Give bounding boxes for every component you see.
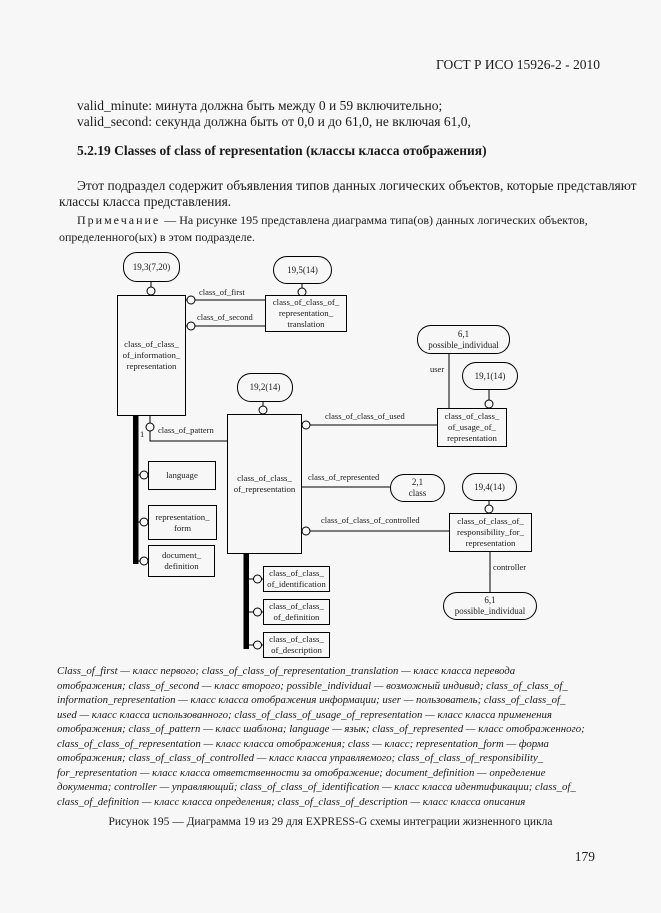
entity-box-document-definition: document_ definition bbox=[148, 545, 215, 577]
edge-label-class-of-represented: class_of_represented bbox=[308, 472, 380, 482]
legend-line: документа; controller — управляющий; cla… bbox=[57, 781, 576, 793]
page-ref-oval-19-5: 19,5(14) bbox=[273, 256, 332, 284]
edge-label-class-of-class-of-used: class_of_class_of_used bbox=[325, 411, 405, 421]
legend-line: отображения; class_of_pattern — класс ша… bbox=[57, 723, 585, 735]
legend-line: class_of_class_of_representation — класс… bbox=[57, 738, 549, 750]
entity-box-class-of-class-of-information-representation: class_of_class_ of_information_ represen… bbox=[117, 295, 186, 416]
paragraph-line-2: классы класса представления. bbox=[59, 194, 232, 209]
page-ref-oval-19-3: 19,3(7,20) bbox=[123, 252, 180, 282]
note-line-1: Примечание— На рисунке 195 представлена … bbox=[77, 213, 588, 228]
entity-box-class-of-class-of-representation-translation: class_of_class_of_ representation_ trans… bbox=[265, 295, 347, 332]
edge-label-class-of-pattern: class_of_pattern bbox=[158, 425, 214, 435]
entity-box-representation-form: representation_ form bbox=[148, 505, 217, 540]
page-ref-oval-19-2: 19,2(14) bbox=[237, 373, 293, 402]
edge-label-class-of-first: class_of_first bbox=[199, 287, 245, 297]
running-header: ГОСТ Р ИСО 15926-2 - 2010 bbox=[435, 57, 600, 72]
entity-box-class-of-class-of-representation: class_of_class_ of_representation bbox=[227, 414, 302, 554]
edge-label-user: user bbox=[430, 364, 445, 374]
legend-line: class_of_definition — класс класса опред… bbox=[57, 796, 526, 808]
page-ref-oval-19-4: 19,4(14) bbox=[462, 473, 517, 501]
legend-line: Class_of_first — класс первого; class_of… bbox=[57, 665, 516, 677]
legend-line: отображения; class_of_second — класс вто… bbox=[57, 680, 568, 692]
figure-caption: Рисунок 195 — Диаграмма 19 из 29 для EXP… bbox=[108, 816, 553, 828]
page-ref-oval-19-1: 19,1(14) bbox=[462, 362, 518, 390]
legend-line: отображения; class_of_class_of_controlle… bbox=[57, 752, 544, 764]
section-heading: 5.2.19 Classes of class of representatio… bbox=[77, 143, 487, 158]
page-ref-oval-possible-individual-bottom: 6,1 possible_individual bbox=[443, 592, 537, 620]
legend-line: information_representation — класс класс… bbox=[57, 694, 566, 706]
note-line-2: определенного(ых) в этом подразделе. bbox=[59, 230, 255, 244]
attribute-circles bbox=[139, 286, 494, 650]
page-number: 179 bbox=[574, 849, 595, 864]
entity-box-class-of-class-of-description: class_of_class_ of_description bbox=[263, 632, 330, 658]
edge-label-controller: controller bbox=[493, 562, 527, 572]
entity-box-class-of-class-of-identification: class_of_class_ of_identification bbox=[263, 566, 330, 592]
one-of-marker: 1 bbox=[140, 429, 145, 439]
edge-label-class-of-class-of-controlled: class_of_class_of_controlled bbox=[321, 515, 420, 525]
edge-label-class-of-second: class_of_second bbox=[197, 312, 253, 322]
valid-minute-rule: valid_minute: минута должна быть между 0… bbox=[77, 98, 443, 113]
supertype-bar-left bbox=[133, 416, 139, 564]
entity-box-language: language bbox=[148, 461, 216, 490]
page-ref-oval-class: 2,1 class bbox=[390, 474, 445, 502]
page-ref-oval-possible-individual-top: 6,1 possible_individual bbox=[417, 325, 510, 354]
note-text: — На рисунке 195 представлена диаграмма … bbox=[164, 213, 588, 227]
supertype-bar-center bbox=[243, 554, 249, 649]
legend-line: used — класс класса использованного; cla… bbox=[57, 709, 552, 721]
valid-second-rule: valid_second: секунда должна быть от 0,0… bbox=[77, 114, 471, 129]
paragraph-line-1: Этот подраздел содержит объявления типов… bbox=[77, 178, 637, 193]
note-label: Примечание bbox=[77, 213, 161, 227]
entity-box-class-of-class-of-definition: class_of_class_ of_definition bbox=[263, 599, 330, 625]
legend-line: for_representation — класс класса ответс… bbox=[57, 767, 546, 779]
entity-box-class-of-class-of-responsibility-for-representation: class_of_class_of_ responsibility_for_ r… bbox=[449, 513, 532, 552]
entity-box-class-of-class-of-usage-of-representation: class_of_class_ of_usage_of_ representat… bbox=[437, 408, 507, 447]
